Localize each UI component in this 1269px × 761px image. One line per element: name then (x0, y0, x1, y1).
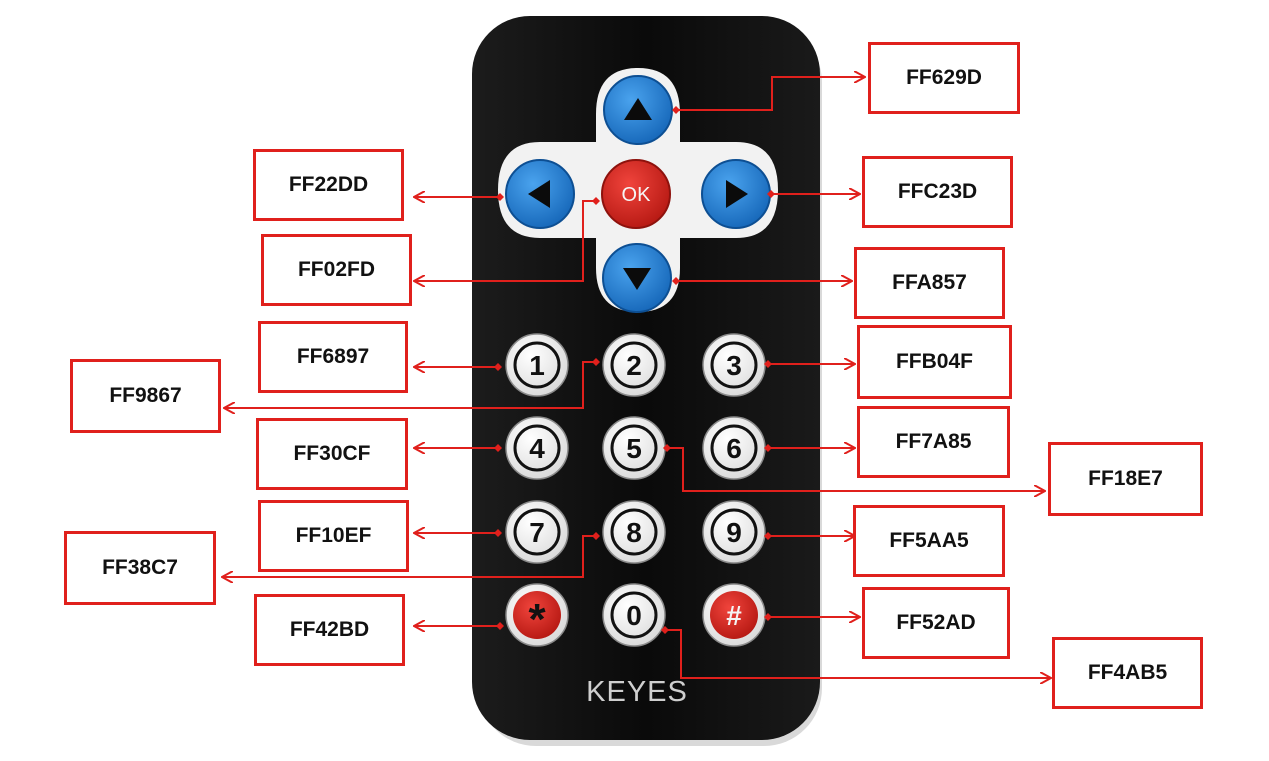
code-box-4: FF30CF (256, 418, 408, 490)
code-box-down: FFA857 (854, 247, 1005, 319)
brand-label: KEYES (586, 676, 688, 708)
code-box-7: FF10EF (258, 500, 409, 572)
key-1-label: 1 (529, 350, 545, 381)
key-4-label: 4 (529, 433, 545, 464)
key-9-label: 9 (726, 517, 742, 548)
arrow-up (676, 77, 865, 111)
key-9[interactable]: 9 (702, 500, 766, 564)
code-box-ok: FF02FD (261, 234, 412, 306)
code-box-star: FF42BD (254, 594, 405, 666)
ok-button[interactable]: OK (601, 159, 671, 229)
key-6-label: 6 (726, 433, 742, 464)
arrow-key-5 (667, 447, 1045, 491)
arrow-key-8 (222, 535, 596, 577)
key-hash-label: # (726, 600, 742, 631)
key-4[interactable]: 4 (505, 416, 569, 480)
key-0[interactable]: 0 (602, 583, 666, 647)
code-box-hash: FF52AD (862, 587, 1010, 659)
key-5[interactable]: 5 (602, 416, 666, 480)
key-8-label: 8 (626, 517, 642, 548)
key-hash[interactable]: # (702, 583, 766, 647)
code-box-2: FF9867 (70, 359, 221, 433)
key-3[interactable]: 3 (702, 333, 766, 397)
key-2[interactable]: 2 (602, 333, 666, 397)
key-2-label: 2 (626, 350, 642, 381)
arrow-ok (414, 200, 596, 281)
ok-button-label: OK (622, 184, 652, 206)
leader-lines (222, 77, 1051, 678)
code-box-3: FFB04F (857, 325, 1012, 399)
key-1[interactable]: 1 (505, 333, 569, 397)
code-box-right: FFC23D (862, 156, 1013, 228)
key-3-label: 3 (726, 350, 742, 381)
arrow-key-0 (665, 629, 1051, 678)
code-box-0: FF4AB5 (1052, 637, 1203, 709)
code-box-8: FF38C7 (64, 531, 216, 605)
key-7-label: 7 (529, 517, 545, 548)
code-box-9: FF5AA5 (853, 505, 1005, 577)
code-box-left: FF22DD (253, 149, 404, 221)
key-7[interactable]: 7 (505, 500, 569, 564)
down-button[interactable] (602, 243, 672, 313)
code-box-up: FF629D (868, 42, 1020, 114)
key-6[interactable]: 6 (702, 416, 766, 480)
triangle-left-icon (528, 180, 550, 208)
key-star-label: * (528, 595, 546, 644)
code-box-1: FF6897 (258, 321, 408, 393)
triangle-down-icon (623, 268, 651, 290)
leader-dots (494, 106, 775, 634)
triangle-up-icon (624, 98, 652, 120)
key-8[interactable]: 8 (602, 500, 666, 564)
key-5-label: 5 (626, 433, 642, 464)
key-0-label: 0 (626, 600, 642, 631)
arrow-key-2 (224, 361, 596, 408)
left-button[interactable] (505, 159, 575, 229)
code-box-5: FF18E7 (1048, 442, 1203, 516)
key-star[interactable]: * (505, 583, 569, 647)
right-button[interactable] (701, 159, 771, 229)
triangle-right-icon (726, 180, 748, 208)
code-box-6: FF7A85 (857, 406, 1010, 478)
up-button[interactable] (603, 75, 673, 145)
